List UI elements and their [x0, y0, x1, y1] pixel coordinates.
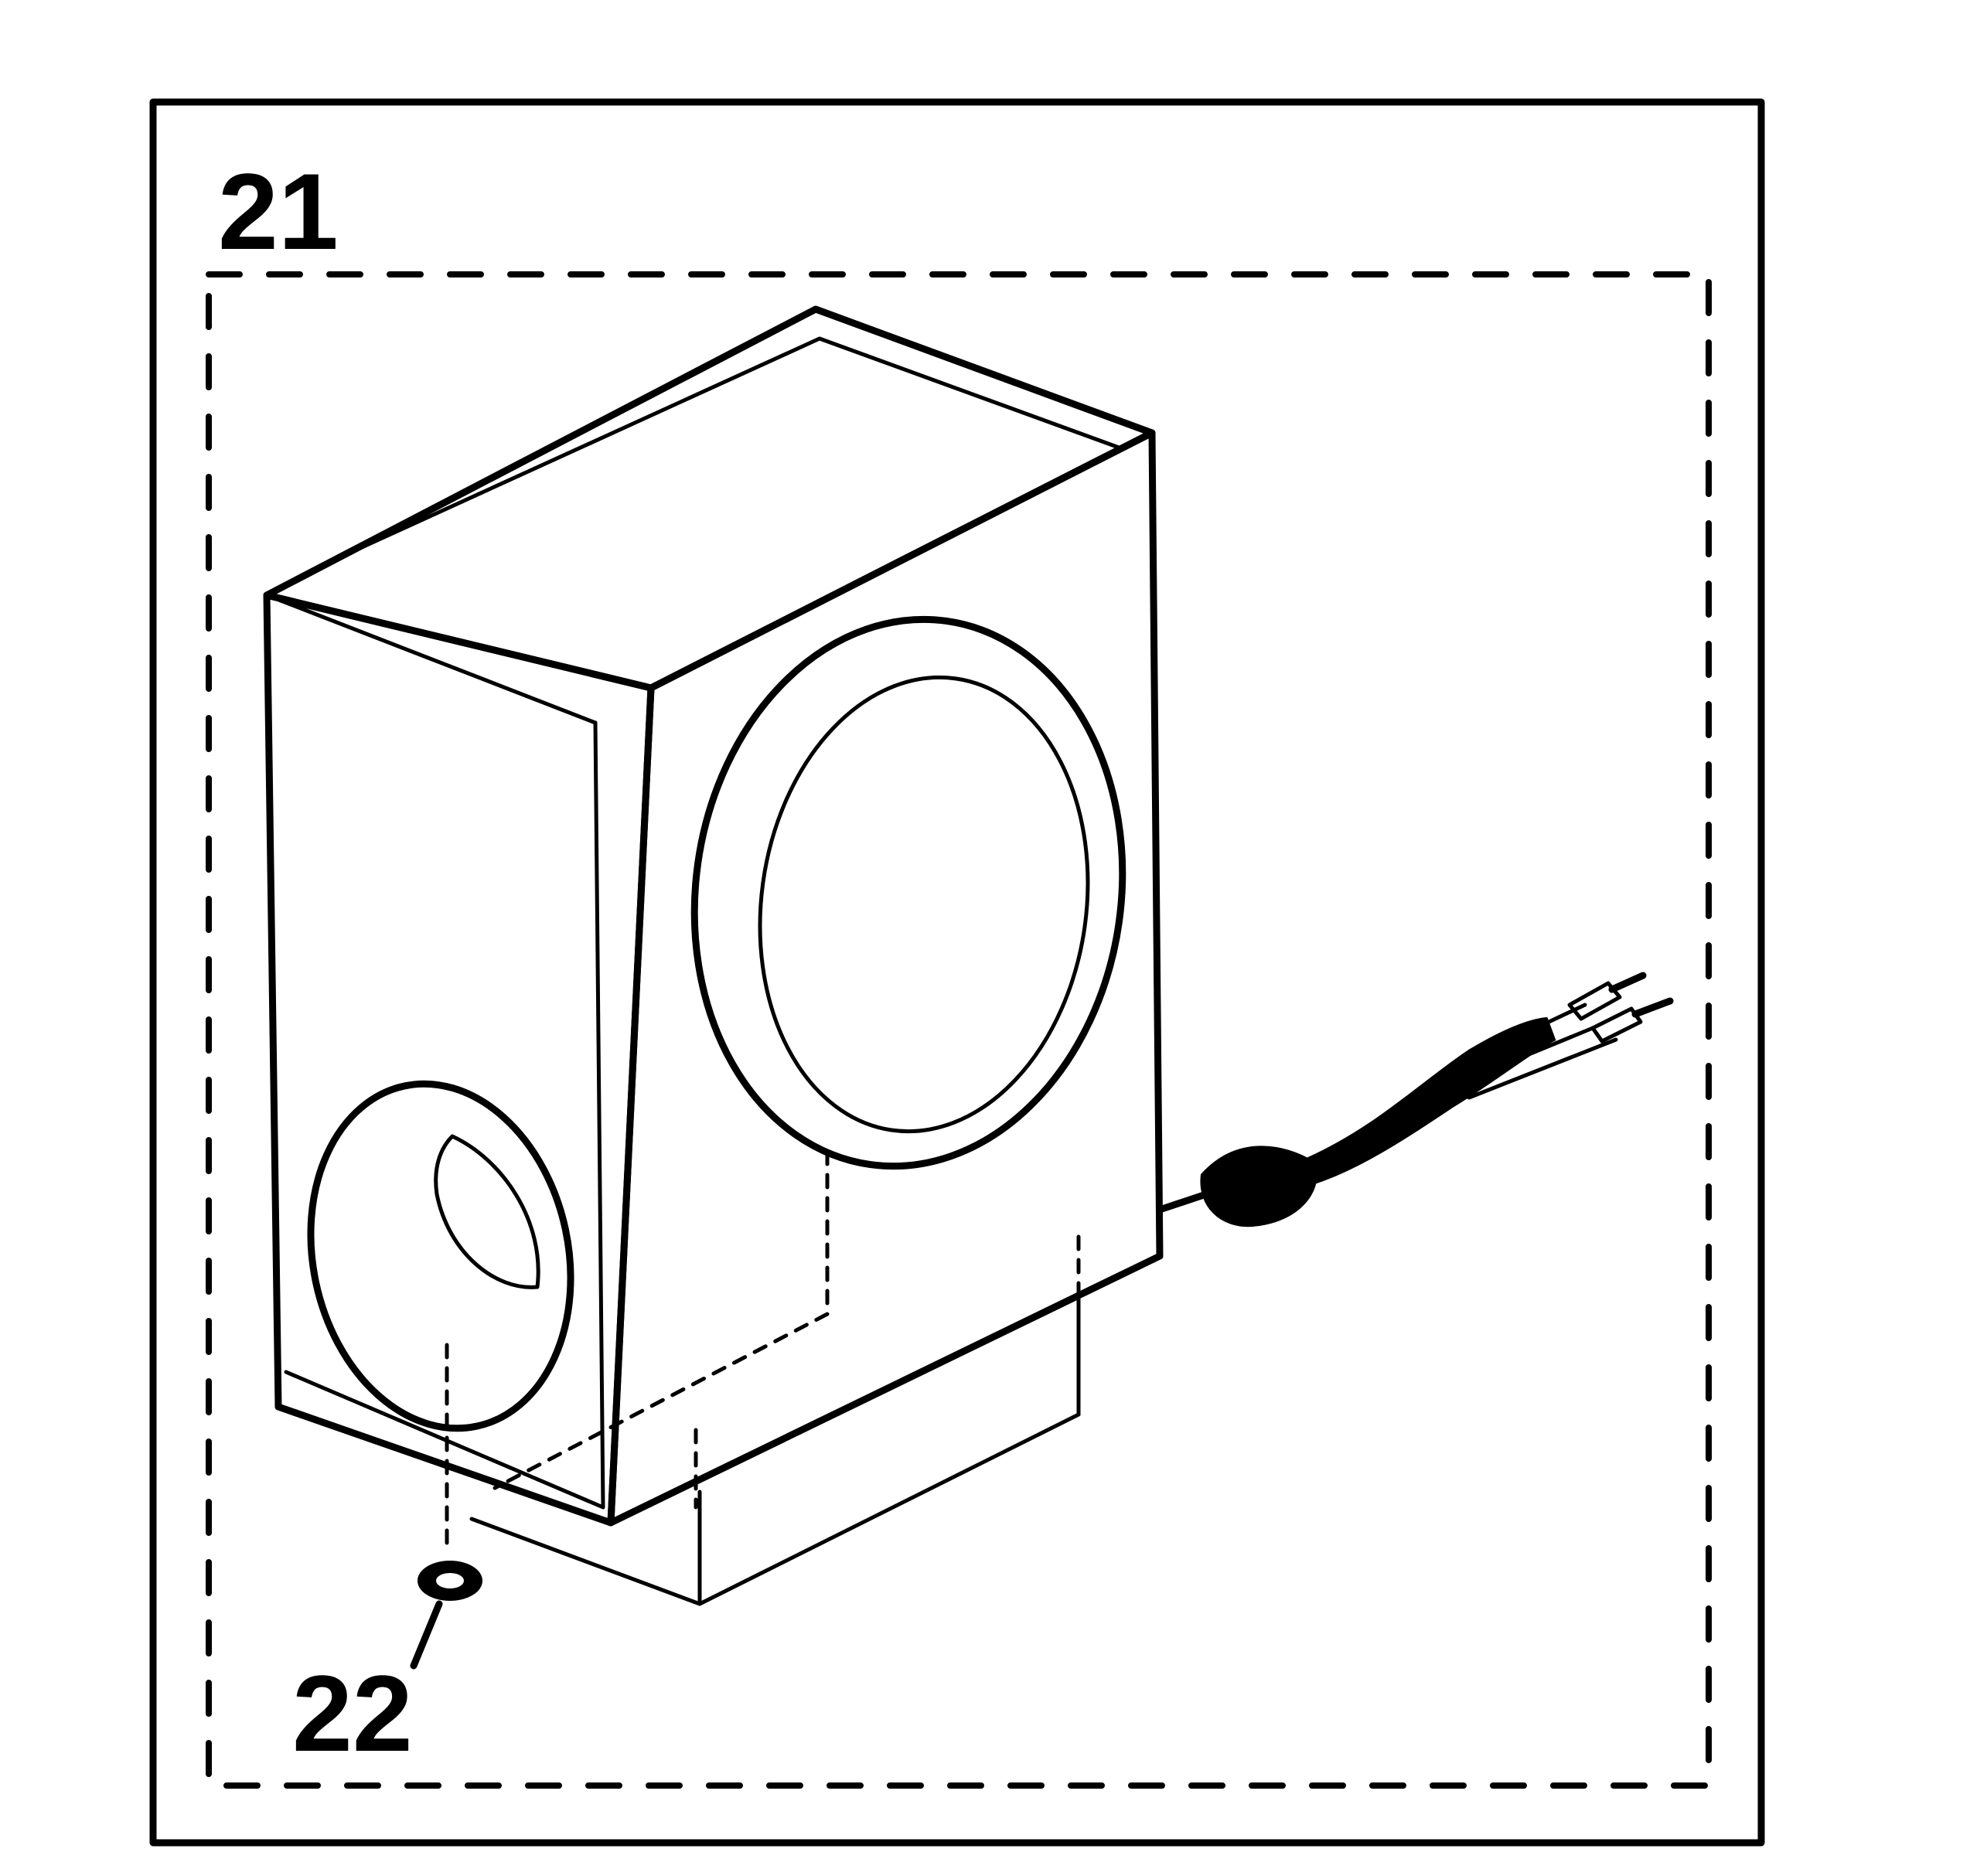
lead-3	[1467, 1037, 1618, 1100]
lead-2	[1459, 1026, 1595, 1084]
base-front	[697, 1281, 1081, 1606]
base-side	[469, 1517, 702, 1606]
tweeter-outer-ring	[307, 1080, 574, 1432]
cable-bundle	[1304, 1016, 1556, 1185]
top-bevel	[322, 336, 1123, 567]
assembly-dashed-boundary	[206, 271, 1712, 1789]
side-bevel-bottom	[284, 1370, 605, 1510]
front-face	[607, 429, 1164, 1527]
speaker-enclosure-icon	[263, 305, 1164, 1548]
hidden-foot-outline	[492, 1149, 830, 1490]
callout-21: 21	[218, 151, 339, 272]
strain-relief	[1200, 1146, 1317, 1227]
cable-connector-icon	[1156, 972, 1674, 1227]
left-face	[263, 591, 655, 1527]
woofer-cone	[758, 675, 1090, 1134]
enclosure-base-icon	[469, 1281, 1081, 1606]
plug-1-pin	[1608, 972, 1647, 993]
woofer-outer-ring	[690, 615, 1126, 1170]
lead-1	[1451, 1003, 1587, 1069]
leader-line-22	[410, 1600, 443, 1670]
side-bevel-top	[264, 593, 598, 725]
plug-2-pin	[1631, 997, 1674, 1018]
outer-frame	[149, 98, 1765, 1847]
callout-22: 22	[292, 1653, 413, 1774]
plug-1	[1567, 981, 1622, 1021]
front-bevel	[593, 720, 605, 1510]
plug-2	[1590, 1006, 1643, 1044]
foot-pad-center	[436, 1573, 464, 1588]
cable-stub	[1156, 1190, 1210, 1214]
tweeter-dome	[434, 1134, 540, 1289]
foot-pad-icon	[418, 1561, 482, 1601]
